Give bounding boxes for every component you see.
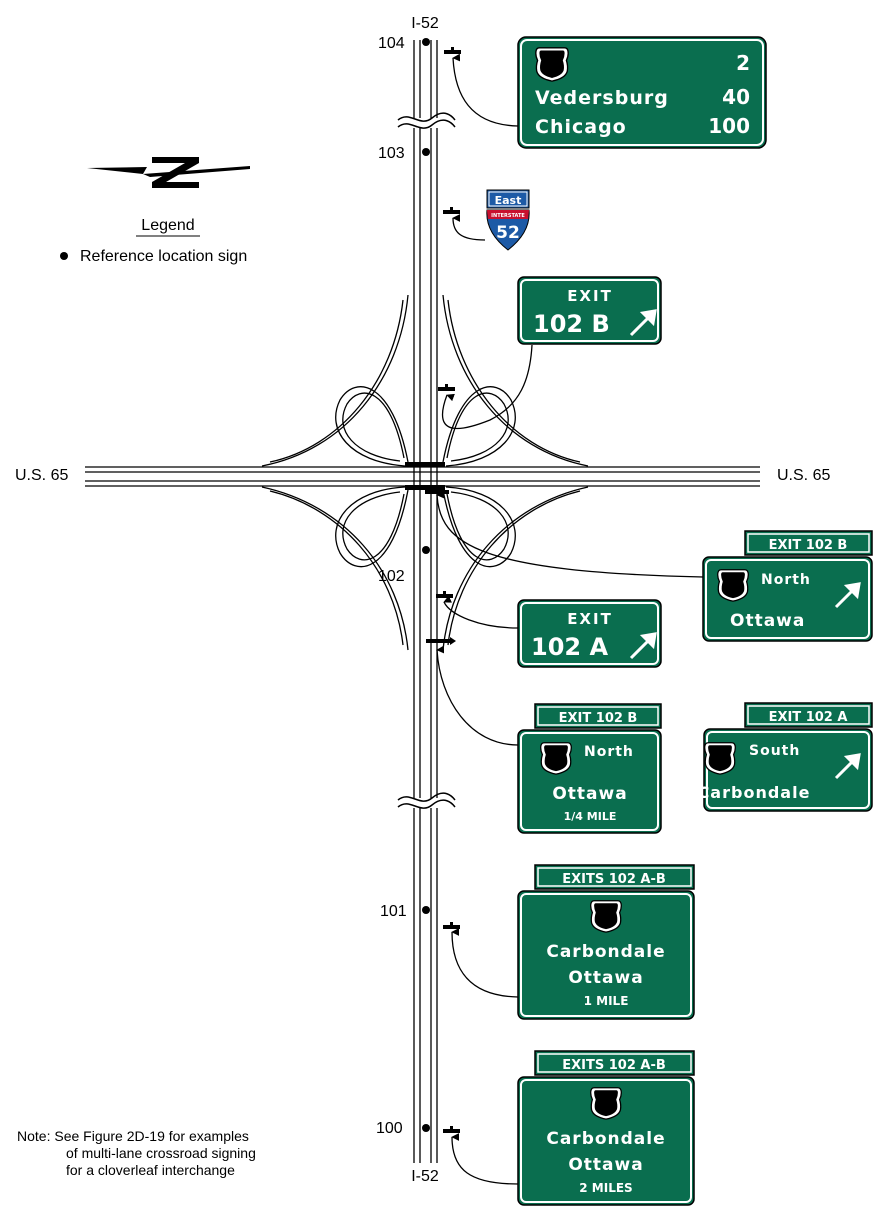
exit-102b-advance-distance: 1/4 MILE xyxy=(564,810,617,823)
ref-marker-102 xyxy=(422,546,430,554)
ref-label-104: 104 xyxy=(378,35,405,52)
ref-label-103: 103 xyxy=(378,145,405,162)
ref-label-100: 100 xyxy=(376,1120,403,1137)
exit-102a-gore-number: 102 A xyxy=(531,633,608,661)
exit-102b-advance-direction: North xyxy=(584,744,634,760)
legend-dot-icon xyxy=(60,252,68,260)
exit-102b-gore-arrow-icon xyxy=(629,309,657,337)
interstate-shield-banner: INTERSTATE xyxy=(491,213,525,219)
exit-102b-overhead-place: Ottawa xyxy=(730,611,805,631)
crossroad-us-65 xyxy=(85,466,760,487)
exit-102a-gore-arrow-icon xyxy=(629,632,657,660)
exit-102a-overhead-shield-number: 65 xyxy=(709,750,731,769)
sign-posts xyxy=(425,47,461,1133)
distance-sign-row2-place: Vedersburg xyxy=(535,87,669,109)
legend-item-label: Reference location sign xyxy=(80,248,247,265)
route-label-bottom: I-52 xyxy=(411,1168,439,1185)
ref-label-101: 101 xyxy=(380,903,407,920)
exit-102b-advance-shield-number: 65 xyxy=(545,750,567,769)
overpass-bars xyxy=(405,462,445,490)
cloverleaf-ramps xyxy=(261,294,589,651)
east-direction-plaque: East xyxy=(495,194,522,207)
exits-2-mile-advance-sign: EXITS 102 A-B 65 Carbondale Ottawa 2 MIL… xyxy=(517,1050,695,1206)
reference-markers: 104 103 102 101 100 xyxy=(376,35,430,1137)
exit-102b-overhead-sign: EXIT 102 B 65 North Ottawa xyxy=(702,530,873,642)
exits-1-mile-advance-sign: EXITS 102 A-B 65 Carbondale Ottawa 1 MIL… xyxy=(517,864,695,1020)
exit-102a-overhead-sign: EXIT 102 A 65 South Carbondale Carbondal… xyxy=(698,702,873,812)
exit-102a-gore-exit-word: EXIT xyxy=(567,610,613,628)
exits-1-mile-tab: EXITS 102 A-B xyxy=(562,872,666,887)
exit-102a-overhead-direction: South xyxy=(749,743,800,759)
exit-102a-overhead-tab: EXIT 102 A xyxy=(769,710,848,725)
distance-sign-row3-value: 100 xyxy=(708,114,750,138)
exits-2-mile-distance: 2 MILES xyxy=(579,1181,632,1195)
distance-sign: 40 2 Vedersburg 40 Chicago 100 xyxy=(517,36,767,149)
ref-marker-100 xyxy=(422,1124,430,1132)
exit-102b-overhead-arrow-icon xyxy=(834,582,861,609)
distance-sign-row1-value: 2 xyxy=(736,51,750,75)
exit-102b-advance-place: Ottawa xyxy=(552,784,627,804)
distance-sign-shield-number: 40 xyxy=(540,57,564,77)
route-label-top: I-52 xyxy=(411,15,439,32)
exits-1-mile-place2: Ottawa xyxy=(568,968,643,988)
distance-sign-row3-place: Chicago xyxy=(535,116,627,138)
sign-leaders xyxy=(436,53,704,1185)
crossroad-label-left: U.S. 65 xyxy=(15,467,68,484)
exits-1-mile-place1: Carbondale xyxy=(546,942,665,962)
note-line-3: for a cloverleaf interchange xyxy=(66,1162,235,1178)
exits-2-mile-place2: Ottawa xyxy=(568,1155,643,1175)
interstate-confirmation-assembly: East INTERSTATE 52 xyxy=(486,189,530,251)
exit-102b-gore-exit-word: EXIT xyxy=(567,287,613,305)
exits-2-mile-tab: EXITS 102 A-B xyxy=(562,1058,666,1073)
ref-marker-101 xyxy=(422,906,430,914)
exit-102b-advance-sign: EXIT 102 B 65 North Ottawa 1/4 MILE xyxy=(517,703,662,834)
mainline-break-symbols xyxy=(397,112,456,809)
note-line-1: Note: See Figure 2D-19 for examples xyxy=(17,1128,249,1144)
exit-102b-gore-sign: EXIT 102 B xyxy=(517,276,662,345)
exit-102a-gore-sign: EXIT 102 A xyxy=(517,599,662,668)
exit-102b-overhead-tab: EXIT 102 B xyxy=(769,538,848,553)
exits-2-mile-shield-number: 65 xyxy=(595,1095,617,1114)
north-arrow-icon xyxy=(87,157,250,188)
note-line-2: of multi-lane crossroad signing xyxy=(66,1145,256,1161)
exit-102b-overhead-direction: North xyxy=(761,572,811,588)
exit-102a-overhead-arrow-icon xyxy=(834,753,861,780)
interstate-shield-number: 52 xyxy=(496,223,520,243)
exits-1-mile-shield-number: 65 xyxy=(595,908,617,927)
crossroad-label-right: U.S. 65 xyxy=(777,467,830,484)
ref-marker-103 xyxy=(422,148,430,156)
exit-102b-advance-tab: EXIT 102 B xyxy=(559,711,638,726)
exits-1-mile-distance: 1 MILE xyxy=(584,994,629,1008)
ref-label-102: 102 xyxy=(378,568,405,585)
exit-102b-overhead-shield-number: 65 xyxy=(722,577,744,596)
exit-102b-gore-number: 102 B xyxy=(533,310,610,338)
ref-marker-104 xyxy=(422,38,430,46)
interstate-52-shield-icon xyxy=(486,209,530,251)
distance-sign-row2-value: 40 xyxy=(722,85,750,109)
legend-title: Legend xyxy=(141,217,194,234)
interstate-mainline xyxy=(413,40,438,1163)
exits-2-mile-place1: Carbondale xyxy=(546,1129,665,1149)
exit-102a-overhead-place-visible: Carbondale xyxy=(698,783,811,802)
